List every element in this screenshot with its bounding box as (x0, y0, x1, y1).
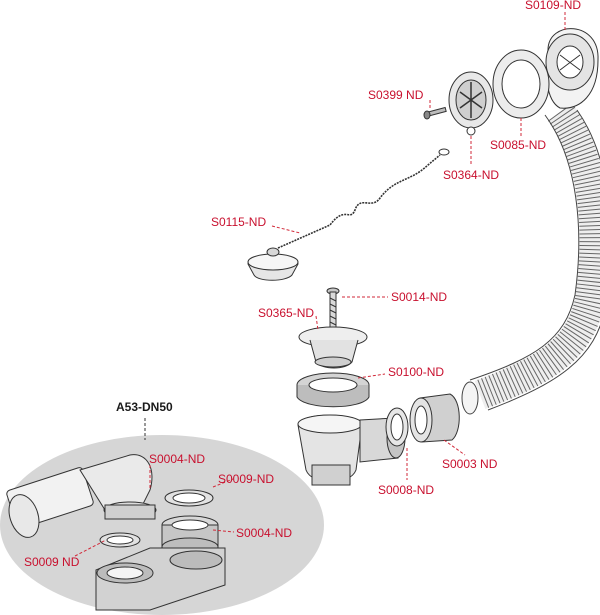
drain-flange-part (298, 326, 368, 369)
kit-gasket-upper (164, 489, 214, 507)
nut-s0003-part (409, 393, 460, 443)
chain-part (277, 154, 441, 249)
label-s0100: S0100-ND (388, 365, 444, 379)
overflow-cap-part (545, 28, 599, 109)
label-s0365: S0365-ND (258, 306, 314, 320)
part-labels: S0109-ND S0399 ND S0085-ND S0364-ND S011… (24, 0, 581, 569)
label-s0009-lower: S0009 ND (24, 555, 80, 569)
screw-s0399-part (423, 106, 447, 120)
label-s0109: S0109-ND (525, 0, 581, 12)
chain-ring (438, 148, 450, 156)
overflow-ring-part (492, 49, 550, 119)
label-s0008: S0008-ND (378, 483, 434, 497)
gasket-s0008-part (385, 407, 409, 447)
label-s0399: S0399 ND (368, 88, 424, 102)
label-s0364: S0364-ND (443, 168, 499, 182)
kit-title: A53-DN50 (116, 400, 173, 414)
label-s0085: S0085-ND (490, 138, 546, 152)
plug-stopper-part (247, 247, 299, 281)
label-s0004-lower: S0004-ND (236, 526, 292, 540)
kit-gasket-lower (99, 532, 141, 548)
label-s0014: S0014-ND (391, 290, 447, 304)
label-s0003: S0003 ND (442, 457, 498, 471)
label-s0009-upper: S0009-ND (218, 472, 274, 486)
drain-nut-part (296, 372, 370, 408)
label-s0115: S0115-ND (211, 215, 266, 229)
kit-elbow-pipe (6, 454, 157, 538)
rosette-part (448, 71, 494, 136)
flexible-hose (461, 103, 600, 415)
label-s0004-upper: S0004-ND (149, 452, 205, 466)
kit-base-housing (95, 547, 226, 611)
leader-lines (74, 12, 566, 557)
